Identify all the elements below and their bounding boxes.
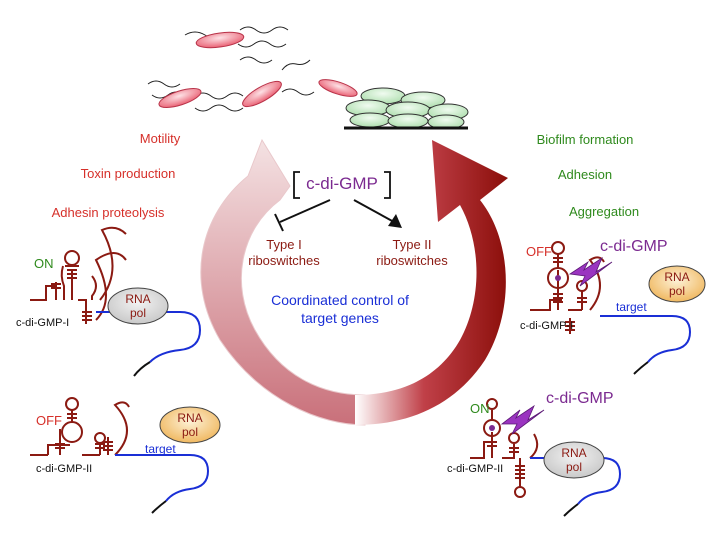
phenotype-aggregation: Aggregation: [568, 204, 640, 219]
rna-polymerase: [543, 441, 605, 479]
center-second-messenger: c-di-GMP: [306, 174, 378, 193]
rnap-label-line2: pol: [129, 306, 147, 320]
rnap-label-line2: pol: [181, 425, 199, 439]
rna-polymerase: [159, 406, 221, 444]
target-label: target: [616, 300, 647, 314]
rnap-label-line1: RNA: [664, 270, 690, 284]
phenotype-adhesion: Adhesion: [557, 167, 613, 182]
target-label: target: [145, 442, 176, 456]
rnap-label-line2: pol: [668, 284, 686, 298]
rnap-label-line1: RNA: [177, 411, 203, 425]
right-arc-arrow: [355, 140, 508, 425]
type1-riboswitches-line1: Type I: [266, 237, 302, 252]
inhibition-bar: [274, 213, 284, 232]
state-label-on: ON: [470, 401, 490, 416]
state-label-off: OFF: [526, 244, 552, 259]
concentration-brackets: [293, 171, 391, 199]
left-arc-arrow: [200, 138, 366, 426]
phenotype-toxin-production: Toxin production: [80, 166, 176, 181]
type2-riboswitches-line2: riboswitches: [376, 253, 448, 268]
rnap-label-line2: pol: [565, 460, 583, 474]
ligand-dot: [489, 425, 495, 431]
riboswitch-left-bottom: [30, 397, 221, 514]
riboswitch-right-top: [530, 241, 706, 375]
lightning-icon: [568, 256, 613, 287]
transcript-line: [115, 454, 210, 502]
riboswitch-name: c-di-GMP-I: [16, 317, 70, 329]
riboswitch-name: c-di-GMP-II: [36, 463, 93, 475]
ligand-label: c-di-GMP: [546, 390, 614, 407]
type1-riboswitches-line2: riboswitches: [248, 253, 320, 268]
transcript-line: [530, 457, 622, 505]
ligand-label: c-di-GMP: [600, 238, 668, 255]
riboswitch-name: c-di-GMP-II: [447, 463, 504, 475]
rnap-label-line1: RNA: [125, 292, 151, 306]
rna-polymerase: [107, 287, 169, 325]
phenotype-biofilm-formation: Biofilm formation: [536, 132, 634, 147]
state-label-off: OFF: [36, 413, 62, 428]
riboswitch-left-top: [30, 226, 202, 377]
inhibition-line: [279, 199, 331, 223]
activation-head: [388, 214, 402, 228]
motile-cell: [318, 79, 358, 97]
transcript-line: [96, 311, 202, 363]
ligand-dot: [555, 275, 561, 281]
phenotype-motility: Motility: [139, 131, 181, 146]
motile-cell: [195, 31, 245, 49]
type2-riboswitches-line1: Type II: [392, 237, 432, 252]
cycle-arrows: [200, 138, 508, 426]
state-label-on: ON: [34, 256, 54, 271]
lightning-icon: [500, 404, 545, 435]
phenotype-adhesin-proteolysis: Adhesin proteolysis: [51, 205, 165, 220]
biofilm: [344, 87, 469, 130]
motile-cell-bodies: [158, 31, 358, 109]
center-arrows: [274, 199, 402, 232]
coordinated-control-line1: Coordinated control of: [271, 292, 409, 308]
activation-line: [353, 199, 395, 223]
motile-cell: [242, 80, 282, 108]
rnap-label-line1: RNA: [561, 446, 587, 460]
coordinated-control-line2: target genes: [301, 310, 379, 326]
riboswitch-right-bottom: [470, 398, 622, 517]
riboswitch-name: c-di-GMP-I: [520, 320, 574, 332]
motile-cell: [158, 87, 202, 109]
transcript-line: [600, 315, 692, 363]
rna-polymerase: [648, 265, 706, 303]
